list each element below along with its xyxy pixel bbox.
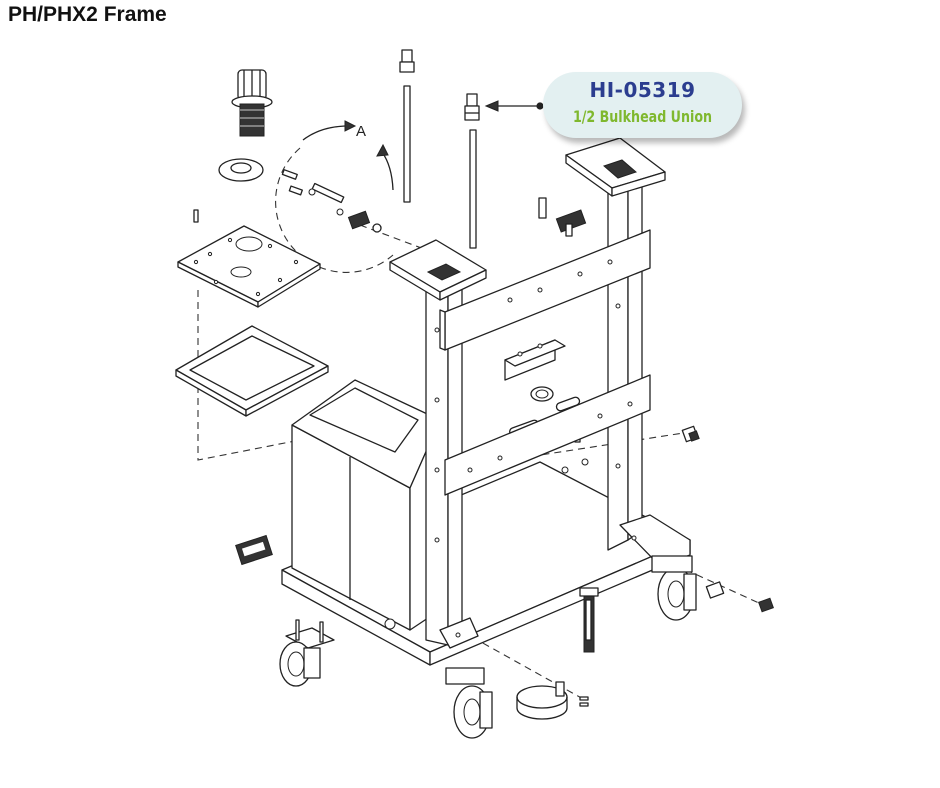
sight-gauge-part	[579, 587, 599, 653]
fitting-nut-upper	[681, 425, 700, 443]
top-plate-part	[177, 209, 321, 308]
callout-part-number: HI-05319	[589, 78, 696, 102]
detail-circle-a: A	[275, 120, 394, 273]
page-title: PH/PHX2 Frame	[8, 3, 167, 26]
flange-washer-part	[218, 158, 264, 182]
upper-crossbar	[439, 229, 651, 351]
fitting-nut-lower	[705, 581, 774, 613]
handle-grip-part	[235, 534, 273, 566]
part-callout-bubble: HI-05319 1/2 Bulkhead Union	[543, 72, 742, 138]
caster-rear-right	[651, 555, 697, 621]
mid-block	[504, 339, 566, 381]
lower-crossbar	[444, 374, 651, 496]
caster-exploded	[279, 619, 335, 687]
callout-part-description: 1/2 Bulkhead Union	[572, 107, 713, 126]
rear-upright-right	[607, 169, 643, 551]
pipe-clamp-part	[516, 681, 589, 720]
corner-bracket-front	[439, 617, 479, 649]
caster-front	[445, 667, 493, 739]
knob-cap-part	[231, 69, 273, 137]
bracket-clip-part	[555, 209, 587, 237]
bulkhead-union-part	[464, 93, 480, 121]
right-rod-part	[469, 129, 477, 249]
left-rod-part	[399, 49, 415, 203]
detail-view-label: A	[356, 123, 366, 140]
top-pad-right	[565, 137, 666, 197]
small-bolt-part	[538, 197, 547, 219]
callout-leader-arrow	[484, 100, 544, 112]
gasket-frame-part	[175, 325, 329, 417]
top-pad-left	[389, 239, 487, 301]
